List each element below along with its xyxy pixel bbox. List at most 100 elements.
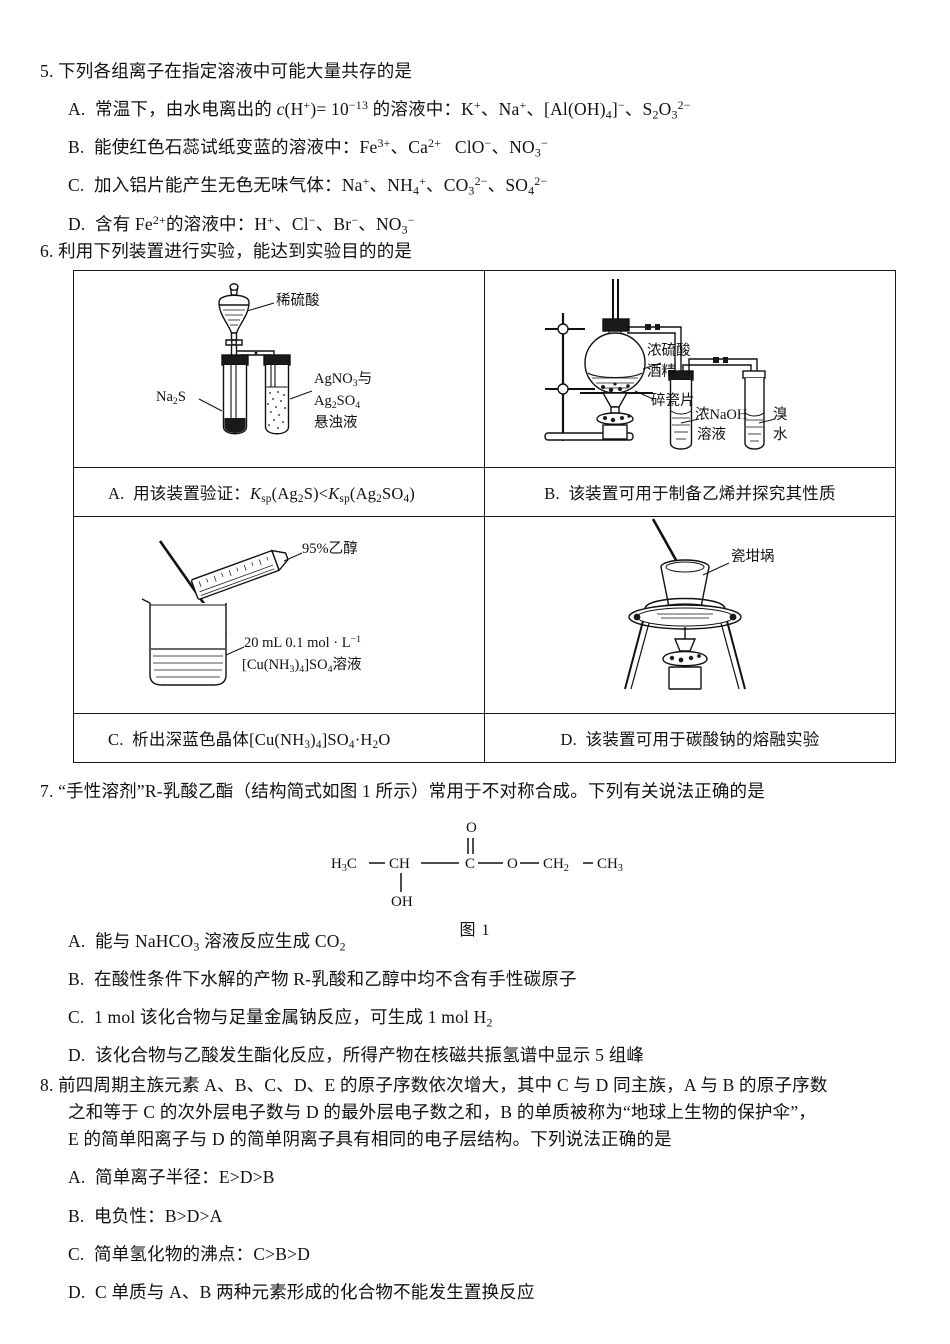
label-silver-nitrate: AgNO3与 (314, 371, 373, 389)
question-5-stem: 5. 下列各组离子在指定溶液中可能大量共存的是 (40, 58, 920, 85)
label-dilute-sulfuric-acid: 稀硫酸 (276, 293, 320, 309)
label-concentrated-naoh: 浓NaOH (695, 407, 748, 423)
caption-b-text: 该装置可用于制备乙烯并探究其性质 (568, 484, 836, 503)
atom-hydroxyl: OH (391, 894, 413, 910)
question-5-option-a: A. 常温下，由水电离出的 c(H+)= 10−13 的溶液中：K+、Na+、[… (40, 96, 920, 123)
beaker-ethanol-svg (141, 540, 303, 686)
apparatus-figure-row-2: 95%乙醇 20 mL 0.1 mol · L−1 [Cu(NH3)4]SO4溶… (73, 516, 896, 714)
label-copper-ammine-solution: [Cu(NH3)4]SO4溶液 (242, 657, 362, 675)
option-label-a: A. (68, 1167, 86, 1188)
atom-ch: CH (389, 856, 410, 872)
atom-ch2: CH2 (543, 856, 569, 874)
option-d-content: C 单质与 A、B 两种元素形成的化合物不能发生置换反应 (95, 1281, 535, 1302)
question-8-option-c: C. 简单氢化物的沸点：C>B>D (40, 1241, 920, 1268)
option-c-content: 简单氢化物的沸点：C>B>D (94, 1243, 311, 1264)
apparatus-cell-a-caption: A. 用该装置验证：Ksp(Ag2S)<Ksp(Ag2SO4) (73, 467, 485, 517)
label-broken-porcelain: 碎瓷片 (651, 393, 695, 409)
question-8-stem-line-2: 之和等于 C 的次外层电子数与 D 的最外层电子数之和，B 的单质被称为“地球上… (68, 1102, 816, 1123)
option-label-d: D. (68, 1281, 86, 1302)
caption-c: C. 析出深蓝色晶体[Cu(NH3)4]SO4·H2O (108, 730, 391, 752)
label-suspension: 悬浊液 (314, 415, 358, 431)
ethylene-apparatus-svg (544, 279, 776, 450)
caption-c-label: C. (108, 730, 124, 749)
figure-beaker-ethanol: 95%乙醇 20 mL 0.1 mol · L−1 [Cu(NH3)4]SO4溶… (74, 517, 484, 713)
label-porcelain-crucible: 瓷坩埚 (731, 549, 775, 565)
option-d-content: 该化合物与乙酸发生酯化反应，所得产物在核磁共振氢谱中显示 5 组峰 (95, 1045, 645, 1066)
label-bromine-water: 水 (773, 427, 788, 443)
gas-generator-svg (198, 283, 313, 435)
caption-a: A. 用该装置验证：Ksp(Ag2S)<Ksp(Ag2SO4) (108, 484, 415, 506)
option-label-c: C. (68, 175, 85, 196)
option-label-b: B. (68, 137, 85, 158)
question-7-option-b: B. 在酸性条件下水解的产物 R-乳酸和乙醇中均不含有手性碳原子 (40, 966, 920, 993)
question-8-number: 8. (40, 1075, 54, 1095)
apparatus-cell-d-caption: D. 该装置可用于碳酸钠的熔融实验 (484, 713, 896, 763)
label-sodium-sulfide: Na2S (156, 389, 186, 407)
question-7: 7. “手性溶剂”R-乳酸乙酯（结构简式如图 1 所示）常用于不对称合成。下列有… (40, 778, 920, 805)
caption-a-label: A. (108, 484, 125, 503)
atom-carbonyl-oxygen: O (466, 820, 477, 836)
question-7-option-c: C. 1 mol 该化合物与足量金属钠反应，可生成 1 mol H2 (40, 1004, 920, 1031)
question-6: 6. 利用下列装置进行实验，能达到实验目的的是 (40, 238, 920, 265)
option-label-a: A. (68, 931, 86, 951)
question-7-number: 7. (40, 781, 54, 801)
label-silver-sulfate: Ag2SO4 (314, 393, 361, 411)
question-5-option-b: B. 能使红色石蕊试纸变蓝的溶液中：Fe3+、Ca2+ ClO−、NO3− (40, 134, 920, 161)
question-7-figure-caption: 图 1 (459, 922, 491, 939)
apparatus-cell-a-figure: 稀硫酸 Na2S AgNO3与 Ag2SO4 悬浊液 (73, 270, 485, 468)
figure-crucible-tripod: 瓷坩埚 (485, 517, 895, 713)
option-b-content: 在酸性条件下水解的产物 R-乳酸和乙醇中均不含有手性碳原子 (94, 969, 577, 990)
question-8-stem-line-1: 前四周期主族元素 A、B、C、D、E 的原子序数依次增大，其中 C 与 D 同主… (58, 1075, 828, 1095)
label-concentrated-sulfuric-acid: 浓硫酸 (647, 343, 691, 359)
option-c-content: 加入铝片能产生无色无味气体：Na+、NH4+、CO32−、SO42− (94, 174, 548, 198)
option-label-c: C. (68, 1007, 85, 1028)
apparatus-cell-c-figure: 95%乙醇 20 mL 0.1 mol · L−1 [Cu(NH3)4]SO4溶… (73, 516, 485, 714)
question-7-options: A. 能与 NaHCO3 溶液反应生成 CO2 B. 在酸性条件下水解的产物 R… (40, 928, 920, 1070)
atom-h3c: H3C (331, 856, 357, 874)
question-8-option-a: A. 简单离子半径：E>D>B (40, 1164, 920, 1191)
question-6-stem: 6. 利用下列装置进行实验，能达到实验目的的是 (40, 238, 920, 265)
label-bromine: 溴 (773, 407, 788, 423)
apparatus-caption-row-2: C. 析出深蓝色晶体[Cu(NH3)4]SO4·H2O D. 该装置可用于碳酸钠… (73, 713, 896, 763)
label-solution-volume: 20 mL 0.1 mol · L−1 (244, 634, 362, 651)
figure-ethylene-apparatus: 浓硫酸 酒精 碎瓷片 浓NaOH 溶液 溴 水 (485, 271, 895, 467)
label-ethanol-95: 95%乙醇 (302, 541, 358, 557)
question-6-stem-text: 利用下列装置进行实验，能达到实验目的的是 (58, 241, 413, 261)
apparatus-cell-c-caption: C. 析出深蓝色晶体[Cu(NH3)4]SO4·H2O (73, 713, 485, 763)
question-8-stem: 8. 前四周期主族元素 A、B、C、D、E 的原子序数依次增大，其中 C 与 D… (40, 1072, 920, 1099)
option-b-content: 能使红色石蕊试纸变蓝的溶液中：Fe3+、Ca2+ ClO−、NO3− (94, 136, 548, 160)
question-7-option-d: D. 该化合物与乙酸发生酯化反应，所得产物在核磁共振氢谱中显示 5 组峰 (40, 1042, 920, 1069)
apparatus-table: 稀硫酸 Na2S AgNO3与 Ag2SO4 悬浊液 (73, 270, 896, 763)
caption-d-text: 该装置可用于碳酸钠的熔融实验 (585, 730, 820, 749)
question-6-number: 6. (40, 241, 54, 261)
apparatus-cell-d-figure: 瓷坩埚 (484, 516, 896, 714)
option-label-c: C. (68, 1243, 85, 1264)
atom-ester-oxygen: O (507, 856, 518, 872)
option-label-b: B. (68, 1205, 85, 1226)
question-7-stem: 7. “手性溶剂”R-乳酸乙酯（结构简式如图 1 所示）常用于不对称合成。下列有… (40, 778, 920, 805)
question-5: 5. 下列各组离子在指定溶液中可能大量共存的是 A. 常温下，由水电离出的 c(… (40, 58, 920, 238)
apparatus-caption-row-1: A. 用该装置验证：Ksp(Ag2S)<Ksp(Ag2SO4) B. 该装置可用… (73, 467, 896, 517)
caption-b-label: B. (544, 484, 560, 503)
ethyl-lactate-structure-svg: O H3C CH C O CH2 CH3 OH (331, 820, 623, 910)
crucible-tripod-svg (624, 518, 746, 690)
option-a-content: 简单离子半径：E>D>B (95, 1167, 275, 1188)
caption-d: D. 该装置可用于碳酸钠的熔融实验 (485, 726, 895, 750)
option-label-b: B. (68, 969, 85, 990)
figure-gas-generator: 稀硫酸 Na2S AgNO3与 Ag2SO4 悬浊液 (74, 271, 484, 467)
option-label-d: D. (68, 213, 86, 234)
question-7-stem-text: “手性溶剂”R-乳酸乙酯（结构简式如图 1 所示）常用于不对称合成。下列有关说法… (58, 781, 765, 801)
label-ethanol: 酒精 (647, 364, 676, 380)
question-5-option-d: D. 含有 Fe2+的溶液中：H+、Cl−、Br−、NO3− (40, 211, 920, 238)
option-a-content: 常温下，由水电离出的 c(H+)= 10−13 的溶液中：K+、Na+、[Al(… (95, 98, 691, 122)
option-label-d: D. (68, 1045, 86, 1066)
option-b-content: 电负性：B>D>A (94, 1205, 223, 1226)
question-8-stem-line-3: E 的简单阳离子与 D 的简单阴离子具有相同的电子层结构。下列说法正确的是 (68, 1129, 672, 1150)
label-naoh-solution: 溶液 (697, 427, 726, 443)
question-8-option-b: B. 电负性：B>D>A (40, 1203, 920, 1230)
question-8: 8. 前四周期主族元素 A、B、C、D、E 的原子序数依次增大，其中 C 与 D… (40, 1072, 920, 1306)
apparatus-cell-b-figure: 浓硫酸 酒精 碎瓷片 浓NaOH 溶液 溴 水 (484, 270, 896, 468)
apparatus-cell-b-caption: B. 该装置可用于制备乙烯并探究其性质 (484, 467, 896, 517)
question-5-stem-text: 下列各组离子在指定溶液中可能大量共存的是 (58, 61, 413, 81)
